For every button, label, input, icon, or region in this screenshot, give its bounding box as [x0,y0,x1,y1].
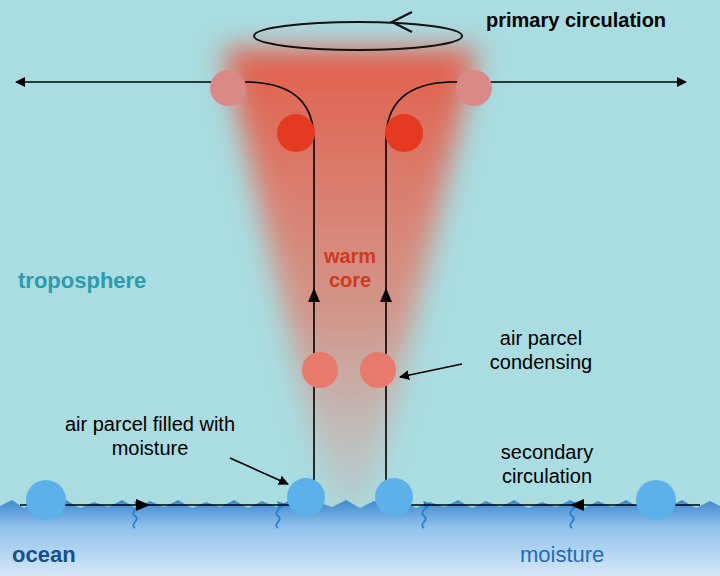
callout-label: air parcel condensing [466,326,616,374]
flow-label: secondary circulation [462,440,632,488]
ocean-label: ocean [12,542,132,568]
callout-label: air parcel filled with moisture [40,412,260,460]
core-label: warm core [320,244,380,292]
moisture-label: moisture [520,542,660,568]
title-label: primary circulation [486,8,712,32]
region-label: troposphere [18,268,188,294]
